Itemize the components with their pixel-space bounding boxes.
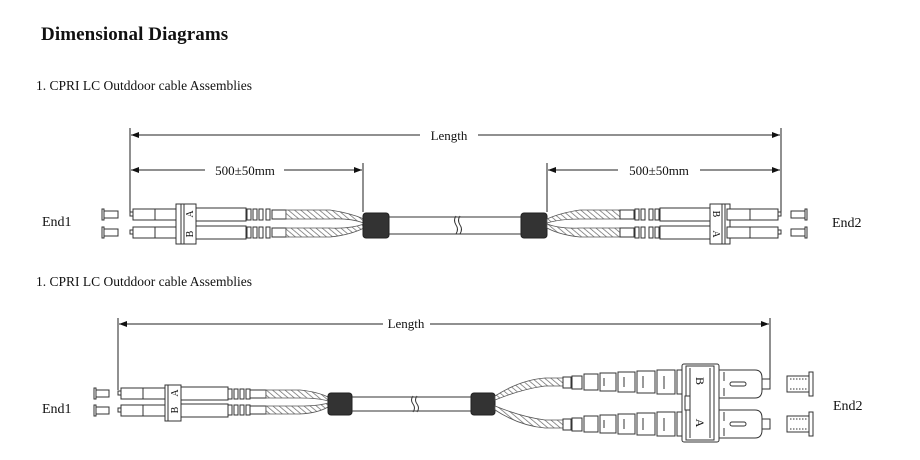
breakout-fibers-end2 [494, 377, 564, 429]
dimension-left-breakout [131, 163, 364, 212]
breakout-fibers-end2 [546, 209, 621, 238]
trunk-cable [352, 395, 471, 413]
end1-label: End1 [42, 402, 72, 417]
port-label-a: A [710, 230, 721, 238]
dust-cap-icon [790, 208, 808, 239]
furcation-boot-left [327, 392, 353, 416]
port-label-a: A [170, 389, 181, 397]
furcation-boot-left [362, 212, 390, 239]
sc-duplex-clip [681, 363, 720, 443]
furcation-boot-right [520, 212, 548, 239]
breakout-fibers-end1 [265, 389, 329, 415]
end2-label: End2 [833, 399, 863, 414]
end2-label: End2 [832, 216, 862, 231]
trunk-cable [389, 215, 521, 235]
furcation-boot-right [470, 392, 496, 416]
dimension-overall-label: Length [388, 316, 425, 331]
page-title: Dimensional Diagrams [41, 24, 229, 45]
sc-boot-segments [562, 369, 688, 437]
lc-duplex-connector-end2 [619, 203, 782, 245]
port-label-b: B [170, 406, 181, 413]
lc-duplex-connector-end1 [129, 203, 287, 245]
port-label-b: B [693, 377, 707, 385]
dimension-left-breakout-label: 500±50mm [215, 163, 275, 178]
breakout-fibers-end1 [285, 209, 365, 238]
sc-connector-bodies [718, 369, 771, 439]
dust-cap-icon [101, 208, 119, 239]
diagram-1-heading: 1. CPRI LC Outddoor cable Assemblies [36, 78, 252, 93]
port-label-b: B [710, 211, 721, 218]
dust-cap-icon [786, 371, 814, 437]
dimension-overall-length [117, 318, 771, 390]
dimension-right-breakout-label: 500±50mm [629, 163, 689, 178]
port-label-a: A [185, 210, 196, 218]
dimension-right-breakout [546, 163, 780, 212]
diagram-2-heading: 1. CPRI LC Outddoor cable Assemblies [36, 274, 252, 289]
dimension-overall-label: Length [431, 128, 468, 143]
port-label-a: A [693, 419, 707, 428]
diagram-1-lc-to-lc: Length 500±50mm 500±50mm End1 [42, 128, 862, 245]
lc-duplex-connector-end1 [117, 384, 267, 422]
dimension-overall-length [129, 128, 782, 212]
dust-cap-icon [93, 387, 110, 417]
end1-label: End1 [42, 215, 72, 230]
diagram-2-lc-to-sc: Length End1 B A [42, 316, 863, 443]
port-label-b: B [185, 230, 196, 237]
